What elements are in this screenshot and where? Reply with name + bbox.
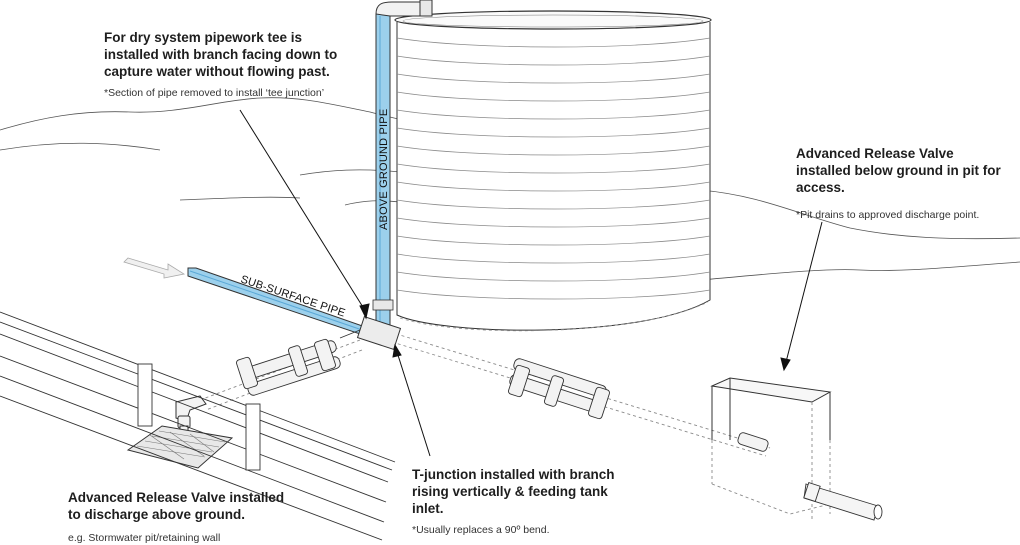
release-valve-ground-heading: Advanced Release Valve installed to disc…: [68, 490, 285, 522]
above-ground-pipe: [372, 0, 433, 333]
callout-leaders: [239, 109, 823, 457]
release-valve-ground-callout: Advanced Release Valve installed to disc…: [68, 489, 288, 545]
dry-system-tee-heading: For dry system pipework tee is installed…: [104, 30, 338, 79]
water-tank: [394, 10, 712, 332]
release-valve-pit-callout: Advanced Release Valve installed below g…: [796, 145, 1006, 222]
release-valve-above-ground: [175, 395, 207, 433]
release-valve-pit-heading: Advanced Release Valve installed below g…: [796, 146, 1001, 195]
pit-valve-fitting: [737, 432, 769, 452]
t-junction: [356, 316, 402, 350]
release-valve-ground-note: e.g. Stormwater pit/retaining wall: [68, 532, 221, 544]
dry-system-tee-callout: For dry system pipework tee is installed…: [104, 29, 344, 100]
t-junction-callout: T-junction installed with branch rising …: [412, 466, 642, 537]
above-ground-pipe-label: ABOVE GROUND PIPE: [378, 109, 390, 230]
sub-surface-pipe: [187, 267, 376, 337]
dry-system-tee-note: *Section of pipe removed to install ‘tee…: [104, 87, 325, 99]
flow-direction-arrow-icon: [123, 257, 186, 279]
underground-pipe: [199, 331, 771, 457]
release-valve-pit-note: *Pit drains to approved discharge point.: [796, 209, 980, 221]
valve-assembly-right: [508, 358, 610, 420]
t-junction-heading: T-junction installed with branch rising …: [412, 467, 615, 516]
t-junction-note: *Usually replaces a 90º bend.: [412, 524, 550, 536]
stormwater-grate: [126, 425, 234, 469]
valve-assembly-left: [236, 329, 361, 396]
access-pit: [710, 377, 883, 521]
background-hills: [0, 97, 1020, 281]
retaining-wall: [0, 311, 396, 541]
